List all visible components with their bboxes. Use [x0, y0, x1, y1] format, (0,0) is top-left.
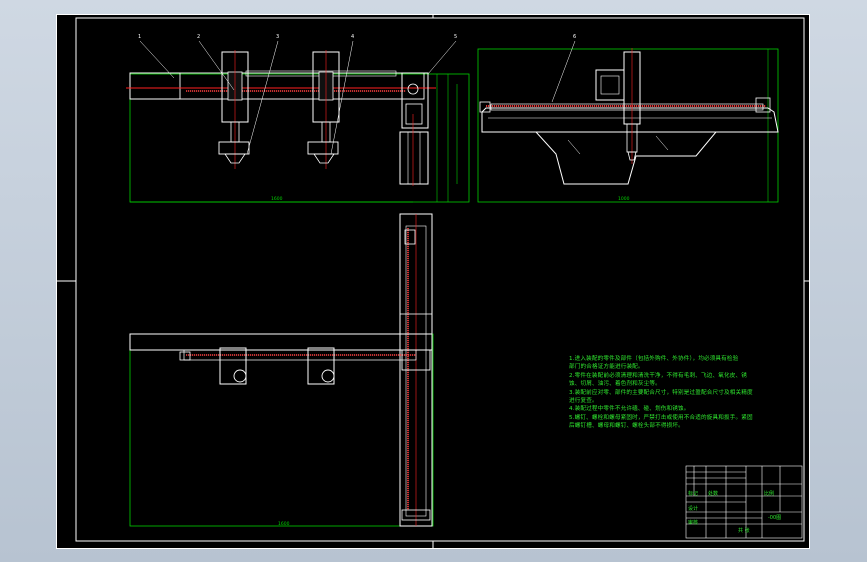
title-block-drawing-no: -00图	[768, 515, 782, 521]
top-torch-2	[321, 369, 335, 383]
title-block-label-d: 审核	[688, 520, 699, 526]
side-end-block	[755, 97, 771, 113]
note-line: 3.装配前应对零、部件的主要配合尺寸，特别是过盈配合尺寸及相关精度	[569, 389, 753, 396]
drawing-sheet: 1600	[56, 14, 810, 549]
note-line: 1.进入装配的零件及部件（包括外购件、外协件），均必须具有检验	[569, 356, 739, 362]
note-line: 进行复查。	[569, 398, 598, 405]
leader-line	[139, 40, 175, 79]
note-line: 2.零件在装配前必须清理和清洗干净，不得有毛刺、飞边、氧化皮、锈	[569, 372, 747, 379]
side-carriage	[595, 69, 625, 101]
top-horizontal-motor	[179, 351, 191, 361]
leader-line	[330, 40, 354, 155]
inner-border	[75, 17, 805, 542]
top-torch-1	[233, 369, 247, 383]
note-line: 蚀、切屑、油污、着色剂和灰尘等。	[569, 381, 661, 388]
front-dimension-frame	[129, 73, 470, 203]
side-table	[481, 107, 779, 133]
front-nozzle-1	[224, 153, 246, 164]
side-pedestal	[534, 131, 718, 185]
leader-line	[427, 40, 457, 75]
note-line: 部门的合格证方能进行装配。	[569, 364, 644, 371]
balloon-5: 5	[454, 34, 458, 40]
balloon-2: 2	[197, 34, 201, 40]
front-motor-left	[129, 72, 181, 100]
front-torch-head-1	[218, 141, 250, 155]
title-block-sheet: 共 张	[738, 528, 750, 534]
top-vertical-motor	[404, 229, 416, 245]
cad-drawing: 1600	[56, 14, 810, 549]
front-column-body	[399, 131, 429, 185]
note-line: 后螺钉槽、螺母和螺钉、螺栓头部不得损坏。	[569, 423, 684, 430]
leader-line	[246, 40, 279, 155]
top-carriage-2	[307, 347, 335, 385]
balloon-leaders	[139, 40, 576, 155]
side-end-block	[479, 101, 491, 113]
front-torch-head-2	[307, 141, 339, 155]
top-junction	[401, 349, 431, 371]
side-hatch	[655, 135, 669, 151]
balloon-6: 6	[573, 34, 577, 40]
balloon-1: 1	[138, 34, 142, 40]
front-column-pulley	[407, 83, 419, 95]
title-block-label-a: 标记	[688, 491, 699, 497]
technical-notes: 1.进入装配的零件及部件（包括外购件、外协件），均必须具有检验 部门的合格证方能…	[569, 355, 754, 431]
front-dim-text: 1600	[271, 196, 283, 202]
note-line: 5.螺钉、螺栓和螺母紧固时，严禁打击或使用不合适的旋具和扳手。紧固	[569, 414, 753, 421]
balloon-3: 3	[276, 34, 280, 40]
side-view: 1000	[477, 48, 779, 203]
title-block	[685, 465, 803, 539]
leader-line	[198, 40, 235, 91]
side-dim-text: 1000	[618, 196, 630, 202]
title-block-label-b: 处数	[708, 491, 719, 497]
front-column-motor	[405, 103, 423, 125]
top-dimension-frame	[129, 333, 434, 527]
front-view: 1600	[126, 50, 470, 203]
top-horizontal-beam	[129, 333, 433, 351]
front-beam	[129, 72, 425, 100]
side-carriage-inner	[600, 75, 620, 95]
leader-line	[551, 40, 576, 103]
balloon-4: 4	[351, 34, 355, 40]
note-line: 4.装配过程中零件不允许磕、碰、划伤和锈蚀。	[569, 406, 690, 413]
side-hatch	[567, 139, 581, 155]
front-column-head	[401, 72, 429, 129]
side-nozzle	[627, 151, 637, 161]
side-beam	[490, 103, 764, 111]
top-vertical-end	[401, 509, 431, 521]
side-dimension-frame	[477, 48, 779, 203]
top-carriage-1	[219, 347, 247, 385]
top-dim-text: 1600	[278, 521, 290, 527]
top-view: 1600	[129, 213, 434, 527]
title-block-scale: 比例	[764, 491, 775, 497]
title-block-label-c: 设计	[688, 506, 699, 512]
front-nozzle-2	[313, 153, 335, 164]
top-horizontal-guide	[183, 349, 417, 361]
